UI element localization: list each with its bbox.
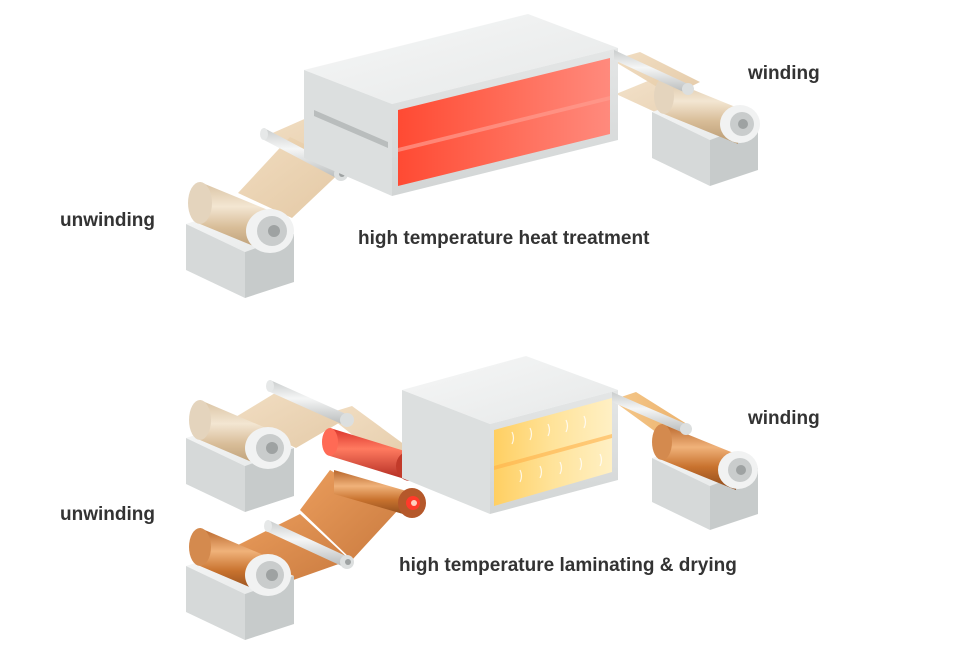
top-winding-label: winding: [748, 64, 820, 83]
bottom-process-label: high temperature laminating & drying: [399, 556, 737, 575]
top-heat-treatment-oven: [304, 14, 618, 196]
bottom-drying-oven: [402, 356, 618, 514]
top-process-label: high temperature heat treatment: [358, 229, 649, 248]
bottom-unwinding-label: unwinding: [60, 505, 155, 524]
top-process: [186, 14, 760, 298]
top-unwinding-label: unwinding: [60, 211, 155, 230]
bottom-winding-label: winding: [748, 409, 820, 428]
bottom-process: [186, 356, 758, 640]
